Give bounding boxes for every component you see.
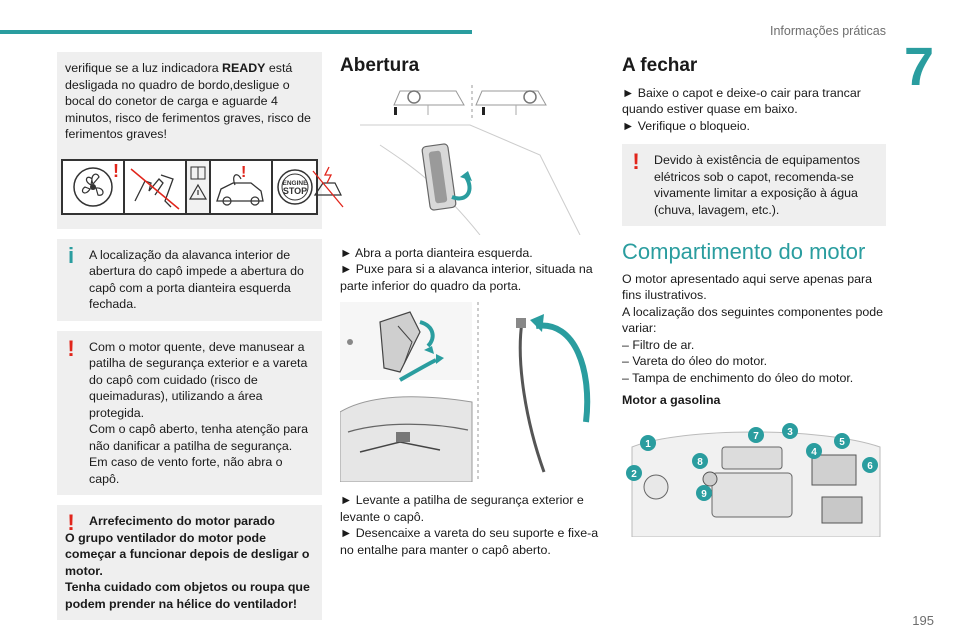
- svg-text:6: 6: [867, 461, 873, 472]
- svg-text:5: 5: [839, 437, 845, 448]
- opening-step-1: ► Abra a porta dianteira esquerda.: [340, 245, 533, 260]
- column-left: verifique se a luz indicadora READY está…: [57, 52, 344, 630]
- callout-1: 1: [640, 434, 656, 451]
- hot-engine-icon: !: [211, 160, 273, 213]
- svg-text:7: 7: [753, 431, 759, 442]
- car-right-drive-icon: [475, 89, 547, 115]
- safety-icons-panel: !: [57, 150, 344, 229]
- water-warning-box: ! Devido à existência de equipamentos el…: [622, 144, 886, 226]
- engine-stop-text1: ENGINE: [283, 180, 309, 187]
- opening-step-4: ► Desencaixe a vareta do seu suporte e f…: [340, 526, 599, 557]
- closing-heading: A fechar: [622, 55, 698, 76]
- svg-text:2: 2: [631, 469, 637, 480]
- fan-warning-icon: !: [63, 160, 125, 213]
- column-middle: Abertura ► Abra a: [339, 52, 605, 558]
- svg-text:4: 4: [811, 447, 817, 458]
- component-list-item: – Vareta do óleo do motor.: [622, 354, 768, 368]
- warning-icon: !: [632, 149, 640, 174]
- component-list-item: – Tampa de enchimento do óleo do motor.: [622, 370, 854, 385]
- fan-warning-box: ! Arrefecimento do motor parado O grupo …: [57, 505, 322, 620]
- callout-5: 5: [834, 432, 850, 449]
- callout-9: 9: [696, 484, 712, 501]
- opening-step-2: ► Puxe para si a alavanca interior, situ…: [340, 262, 593, 293]
- intro-text-post: está desligada no quadro de bordo,deslig…: [65, 61, 311, 141]
- intro-box: verifique se a luz indicadora READY está…: [57, 52, 322, 151]
- svg-text:1: 1: [645, 439, 651, 450]
- interior-lever-figure: [340, 84, 605, 235]
- engine-compartment-variation: A localização dos seguintes componentes …: [622, 304, 884, 336]
- hot-engine-warning-box: ! Com o motor quente, deve manusear a pa…: [57, 330, 322, 495]
- callout-8: 8: [692, 452, 708, 469]
- closing-step-2: ► Verifique o bloqueio.: [622, 118, 750, 133]
- warning-icon: !: [67, 335, 75, 361]
- info-note-box: i A localização da alavanca interior de …: [57, 238, 322, 321]
- callout-7: 7: [748, 426, 764, 443]
- svg-text:!: !: [241, 164, 246, 181]
- ready-label: READY: [222, 61, 266, 75]
- water-warning-text: Devido à existência de equipamentos elét…: [654, 153, 860, 217]
- component-list-item: – Filtro de ar.: [622, 337, 695, 352]
- page-number: 195: [912, 613, 934, 628]
- no-hands-icon: [125, 160, 187, 213]
- warning-icon: !: [67, 510, 75, 535]
- engine-compartment-heading: Compartimento do motor: [622, 239, 866, 264]
- safety-icon-strip: !: [61, 158, 344, 215]
- petrol-engine-subheading: Motor a gasolina: [622, 393, 721, 407]
- opening-heading: Abertura: [340, 55, 420, 76]
- callout-3: 3: [782, 422, 798, 439]
- svg-text:!: !: [113, 161, 119, 181]
- header-accent-bar: [0, 30, 472, 34]
- intro-paragraph: verifique se a luz indicadora READY está…: [65, 60, 314, 143]
- engine-stop-icon: ENGINE STOP: [273, 161, 345, 213]
- engine-compartment-intro: O motor apresentado aqui serve apenas pa…: [622, 271, 873, 303]
- callout-4: 4: [806, 442, 822, 459]
- closing-step-1: ► Baixe o capot e deixe-o cair para tran…: [622, 85, 861, 117]
- chapter-number: 7: [903, 37, 934, 97]
- hot-engine-warning-text: Com o motor quente, deve manusear a pati…: [89, 339, 309, 486]
- svg-text:9: 9: [701, 489, 707, 500]
- svg-text:3: 3: [787, 427, 793, 438]
- car-left-drive-icon: [393, 89, 465, 115]
- svg-text:8: 8: [697, 457, 703, 468]
- column-right: A fechar ► Baixe o capot e deixe-o cair …: [622, 52, 886, 547]
- engine-bay-figure: 1 2 3 4 5 6 7 8 9: [622, 416, 886, 537]
- intro-text-pre: verifique se a luz indicadora: [65, 61, 223, 75]
- hood-latch-figure: [339, 302, 605, 483]
- callout-6: 6: [862, 456, 878, 473]
- warning-triangle-icon: [187, 160, 211, 213]
- callout-2: 2: [626, 464, 642, 481]
- engine-stop-text2: STOP: [283, 186, 307, 196]
- opening-step-3: ► Levante a patilha de segurança exterio…: [340, 493, 584, 524]
- fan-warning-body: O grupo ventilador do motor pode começar…: [65, 530, 310, 611]
- section-header-title: Informações práticas: [769, 24, 886, 38]
- info-icon: i: [67, 242, 75, 268]
- fan-warning-title: Arrefecimento do motor parado: [89, 514, 275, 528]
- info-note-text: A localização da alavanca interior de ab…: [89, 247, 304, 312]
